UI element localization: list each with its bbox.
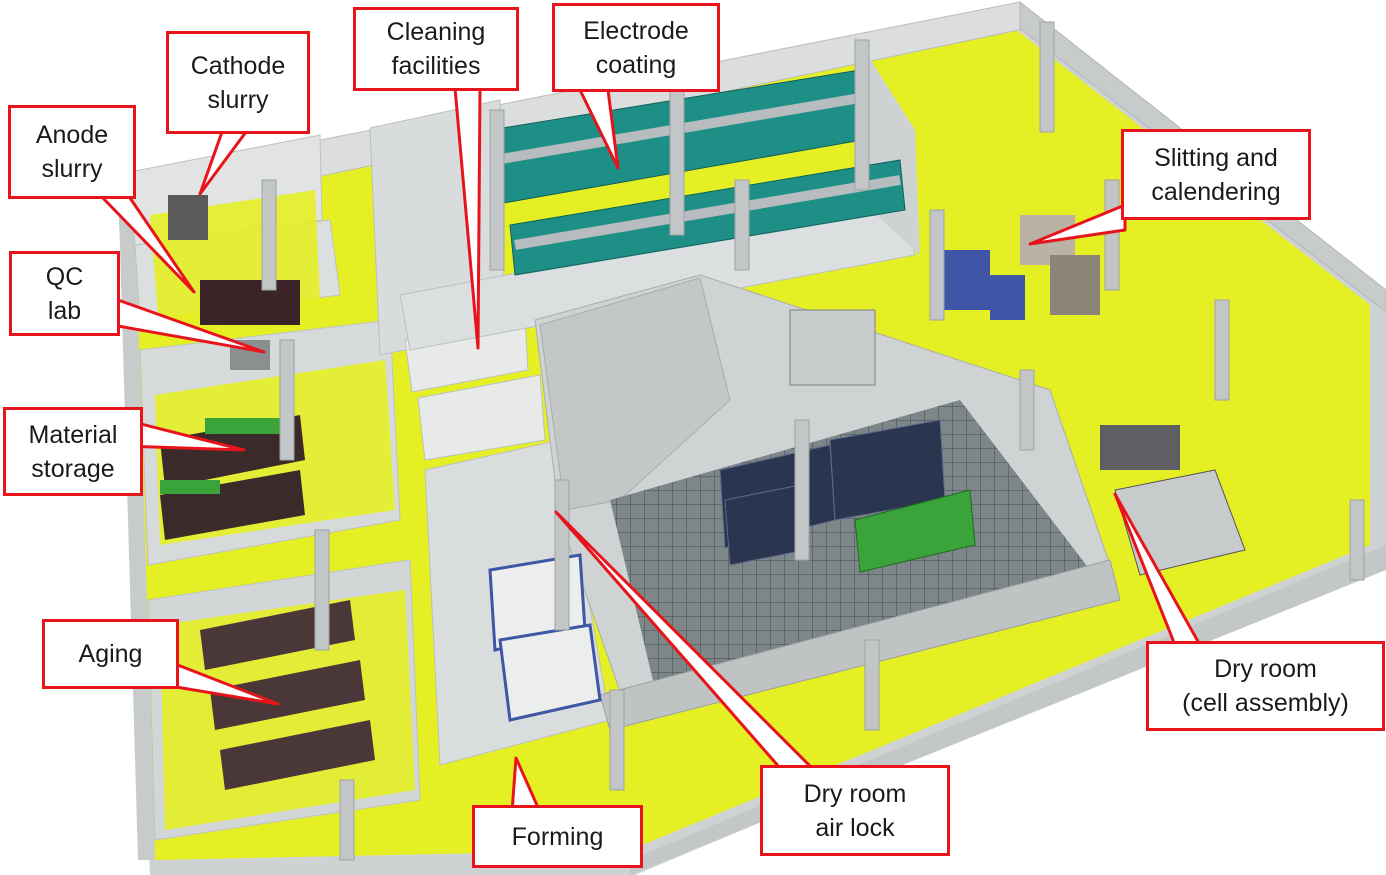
slitting-machines	[789, 215, 1100, 386]
label-anode-slurry: Anode slurry	[8, 105, 136, 199]
dry-room-upper-deck	[539, 277, 731, 511]
column	[1039, 21, 1055, 133]
column	[794, 419, 810, 561]
column	[261, 179, 277, 291]
column	[279, 339, 295, 461]
label-aging: Aging	[42, 619, 179, 689]
rack-bins-1	[205, 418, 285, 434]
column	[489, 109, 505, 271]
column	[1019, 369, 1035, 451]
outer-wall-west	[118, 180, 155, 860]
anode-mixer	[200, 280, 300, 325]
column	[854, 39, 870, 191]
column	[929, 209, 945, 321]
column	[864, 639, 880, 731]
assembly-reels	[1100, 425, 1180, 470]
label-cathode-slurry: Cathode slurry	[166, 31, 310, 134]
column	[609, 689, 625, 791]
column	[339, 779, 355, 861]
label-cleaning-facilities: Cleaning facilities	[353, 7, 519, 91]
column	[669, 74, 685, 236]
label-dry-room-air-lock: Dry room air lock	[760, 765, 950, 856]
column	[554, 479, 570, 631]
label-material-storage: Material storage	[3, 407, 143, 496]
coating-duct-2	[514, 175, 901, 250]
column	[1104, 179, 1120, 291]
cathode-mixer	[168, 195, 208, 240]
label-slitting-calendering: Slitting and calendering	[1121, 129, 1311, 220]
label-qc-lab: QC lab	[9, 251, 120, 336]
label-forming: Forming	[472, 805, 643, 868]
rack-bins-2	[160, 480, 220, 494]
column	[314, 529, 330, 651]
column	[734, 179, 750, 271]
calender-2	[990, 275, 1025, 320]
column	[1214, 299, 1230, 401]
rack-2	[160, 470, 305, 540]
aging-rack-3	[220, 720, 375, 790]
label-electrode-coating: Electrode coating	[552, 3, 720, 92]
aging-rack-2	[210, 660, 365, 730]
slitter-2	[1050, 255, 1100, 315]
winder-grey	[789, 309, 876, 386]
column	[1349, 499, 1365, 581]
storage-racks	[160, 415, 305, 540]
green-winder	[854, 489, 976, 573]
label-dry-room-cell-assembly: Dry room (cell assembly)	[1146, 641, 1385, 731]
wall-cleaning-box-2	[417, 374, 546, 461]
